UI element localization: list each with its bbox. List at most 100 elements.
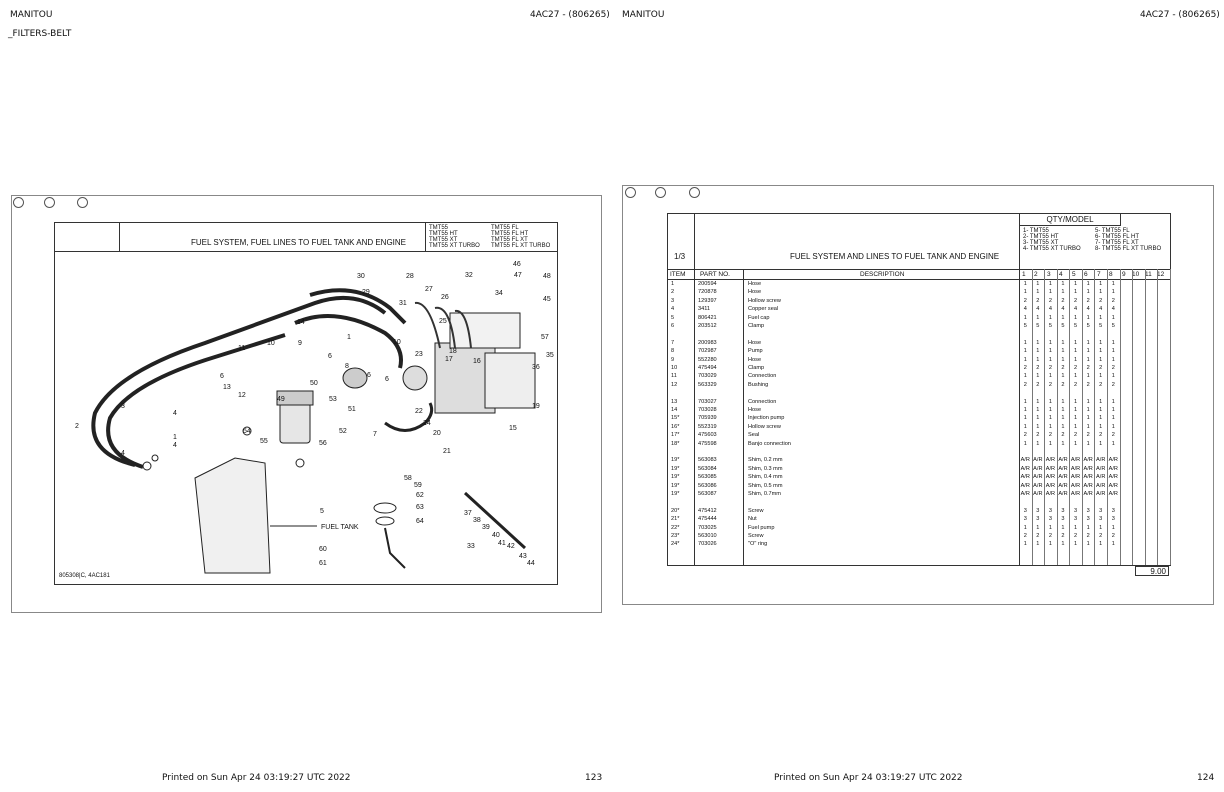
qty-value: 1 bbox=[1036, 398, 1040, 405]
left-page-brand: MANITOU bbox=[10, 10, 53, 20]
qty-col-line bbox=[1107, 269, 1109, 565]
qty-value: 3 bbox=[1086, 507, 1090, 514]
qty-value: 2 bbox=[1111, 432, 1115, 439]
part-number: 703027 bbox=[698, 398, 717, 405]
qty-value: A/R bbox=[1108, 482, 1118, 489]
part-description: Injection pump bbox=[748, 415, 785, 422]
qty-value: 2 bbox=[1023, 297, 1027, 304]
injector-detail-shape bbox=[463, 491, 527, 550]
callout-number: 26 bbox=[441, 294, 449, 301]
callout-number: 5 bbox=[320, 508, 324, 515]
col-line bbox=[694, 269, 695, 565]
callout-number: 21 bbox=[443, 448, 451, 455]
qty-value: 5 bbox=[1111, 323, 1115, 329]
model-label: TMT55 XT bbox=[429, 237, 458, 243]
callout-number: 60 bbox=[319, 546, 327, 553]
callout-labels: 2 3 4 4 4 1 1 5 6 6 6 6 7 8 9 10 10 11 1… bbox=[75, 261, 554, 567]
part-number: 705939 bbox=[698, 415, 717, 422]
qty-col-line bbox=[1081, 269, 1083, 565]
qty-value: 4 bbox=[1048, 306, 1052, 313]
part-number: 3411 bbox=[698, 306, 711, 313]
right-printed-date: Printed on Sun Apr 24 03:19:27 UTC 2022 bbox=[774, 773, 963, 783]
callout-number: 27 bbox=[425, 286, 433, 293]
qty-value: 1 bbox=[1048, 423, 1052, 430]
qty-value: 1 bbox=[1036, 281, 1040, 287]
part-number: 200983 bbox=[698, 339, 717, 346]
qty-value: 1 bbox=[1074, 314, 1078, 321]
qty-value: 1 bbox=[1036, 541, 1040, 548]
qty-value: 1 bbox=[1099, 314, 1103, 321]
item-number: 6 bbox=[671, 323, 675, 329]
qty-value: 1 bbox=[1023, 373, 1027, 380]
qty-value: 1 bbox=[1086, 281, 1090, 287]
qty-value: 1 bbox=[1099, 407, 1103, 413]
callout-number: 39 bbox=[482, 524, 490, 531]
part-number: 703029 bbox=[698, 373, 717, 380]
qty-value: 1 bbox=[1048, 314, 1052, 321]
qty-value: 2 bbox=[1036, 297, 1040, 304]
qty-value: 1 bbox=[1074, 541, 1078, 548]
exploded-diagram: 2 3 4 4 4 1 1 5 6 6 6 6 7 8 9 10 10 11 1… bbox=[75, 261, 554, 574]
qty-value: 2 bbox=[1061, 381, 1065, 388]
callout-number: 32 bbox=[465, 272, 473, 279]
part-number: 563086 bbox=[698, 482, 717, 489]
gauge-ring-shape bbox=[373, 502, 397, 514]
qty-value: 1 bbox=[1111, 339, 1115, 346]
part-number: 563329 bbox=[698, 381, 717, 388]
item-number: 14 bbox=[671, 407, 678, 413]
part-description: Hose bbox=[748, 289, 762, 296]
part-description: Shim, 0.3 mm bbox=[748, 465, 783, 472]
qty-value: 2 bbox=[1074, 365, 1078, 371]
qty-value: 2 bbox=[1048, 432, 1052, 439]
qty-value: 1 bbox=[1023, 415, 1027, 422]
qty-col-header: 4 bbox=[1059, 271, 1063, 278]
item-number: 19* bbox=[671, 465, 680, 472]
qty-value: 1 bbox=[1048, 524, 1052, 531]
qty-value: A/R bbox=[1083, 474, 1093, 481]
qty-value: 2 bbox=[1111, 533, 1115, 539]
qty-value: 1 bbox=[1086, 440, 1090, 447]
callout-number: 57 bbox=[541, 334, 549, 341]
qty-value: A/R bbox=[1108, 491, 1118, 497]
binder-hole-icon bbox=[13, 197, 24, 208]
qty-value: 1 bbox=[1061, 524, 1065, 531]
item-number: 2 bbox=[671, 289, 675, 296]
qty-col-line bbox=[1044, 269, 1046, 565]
qty-value: 1 bbox=[1036, 440, 1040, 447]
part-description: Nut bbox=[748, 516, 757, 523]
callout-number: 1 bbox=[173, 434, 177, 441]
callout-number: 49 bbox=[277, 396, 285, 403]
qty-value: 2 bbox=[1023, 365, 1027, 371]
model-label: TMT55 bbox=[429, 225, 449, 231]
callout-number: 36 bbox=[532, 364, 540, 371]
injector-line bbox=[414, 301, 441, 349]
part-number: 475444 bbox=[698, 516, 717, 523]
callout-number: 64 bbox=[416, 518, 424, 525]
qty-col-header: 11 bbox=[1145, 271, 1152, 278]
injector-line bbox=[454, 309, 472, 349]
left-drawing-frame: FUEL SYSTEM, FUEL LINES TO FUEL TANK AND… bbox=[11, 195, 602, 613]
qty-value: 1 bbox=[1099, 339, 1103, 346]
item-number: 9 bbox=[671, 356, 675, 363]
qty-value: 1 bbox=[1086, 398, 1090, 405]
col-line bbox=[743, 269, 744, 565]
left-page-number: 123 bbox=[585, 773, 603, 783]
qty-value: 1 bbox=[1048, 348, 1052, 355]
qty-col-header: 2 bbox=[1034, 271, 1038, 278]
qty-value: 1 bbox=[1036, 407, 1040, 413]
qty-col-line bbox=[1069, 269, 1071, 565]
qty-value: 1 bbox=[1036, 524, 1040, 531]
qty-value: A/R bbox=[1083, 465, 1093, 472]
qty-value: 5 bbox=[1074, 323, 1078, 329]
qty-value: 1 bbox=[1086, 348, 1090, 355]
qty-value: 1 bbox=[1111, 314, 1115, 321]
model-label: TMT55 XT TURBO bbox=[429, 243, 480, 249]
qty-value: 1 bbox=[1023, 398, 1027, 405]
model-legend: 2- TMT55 HT bbox=[1023, 234, 1059, 240]
